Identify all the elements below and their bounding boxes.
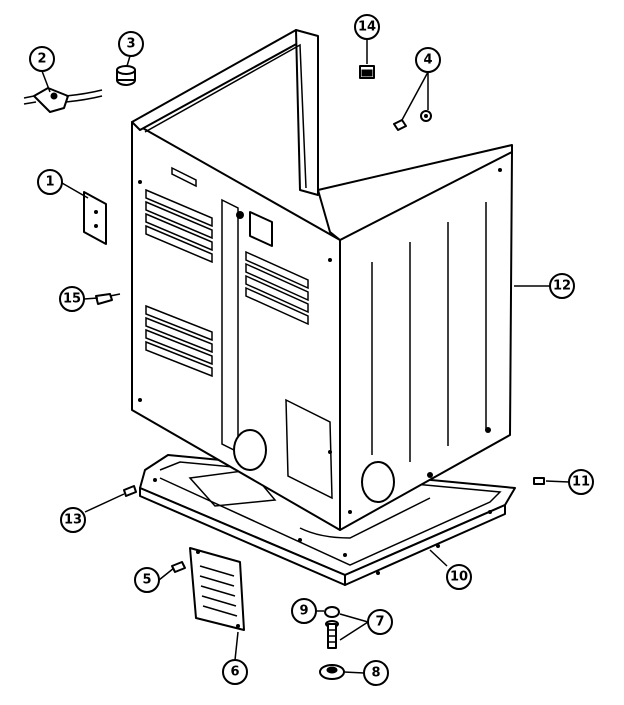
callout-14: 14 [354,14,380,40]
svg-text:11: 11 [572,475,590,490]
screw-and-nut-part-4 [393,110,432,131]
vent-grille-part-6 [189,547,245,631]
svg-text:5: 5 [142,573,151,588]
screw-part-11 [533,477,545,485]
svg-text:2: 2 [37,52,46,67]
svg-text:6: 6 [230,665,239,680]
leveling-leg-part-7 [325,620,339,649]
callout-6: 6 [222,659,248,685]
svg-text:9: 9 [299,604,308,619]
callout-8: 8 [363,660,389,686]
callout-9: 9 [291,598,317,624]
power-cord-part-2 [23,87,103,113]
svg-text:10: 10 [450,570,468,585]
svg-text:14: 14 [358,20,376,35]
callout-13: 13 [60,507,86,533]
svg-text:4: 4 [423,53,432,68]
callout-7: 7 [367,609,393,635]
nut-part-9 [324,606,340,618]
callout-2: 2 [29,46,55,72]
callout-5: 5 [134,567,160,593]
strain-relief-part-3 [116,65,136,86]
cabinet-vent-slots-middle [245,250,309,326]
cabinet-vent-slots-lower [145,304,213,378]
leader-lines [41,39,570,674]
callout-11: 11 [568,469,594,495]
svg-text:15: 15 [63,292,81,307]
clip-part-14 [359,65,375,79]
callout-15: 15 [59,286,85,312]
callout-12: 12 [549,273,575,299]
svg-text:7: 7 [375,615,384,630]
callout-3: 3 [118,31,144,57]
callout-1: 1 [37,169,63,195]
svg-text:3: 3 [126,37,135,52]
screw-part-13 [123,485,137,497]
svg-text:13: 13 [64,513,82,528]
foot-pad-part-8 [319,664,345,680]
callout-10: 10 [446,564,472,590]
svg-text:8: 8 [371,666,380,681]
svg-text:12: 12 [553,279,571,294]
svg-text:1: 1 [45,175,54,190]
screw-part-15 [95,293,121,305]
screw-part-5 [171,561,186,573]
callout-4: 4 [415,47,441,73]
bracket-part-1 [83,191,107,245]
cabinet-vent-slots-upper [145,188,213,264]
cabinet [131,29,513,531]
